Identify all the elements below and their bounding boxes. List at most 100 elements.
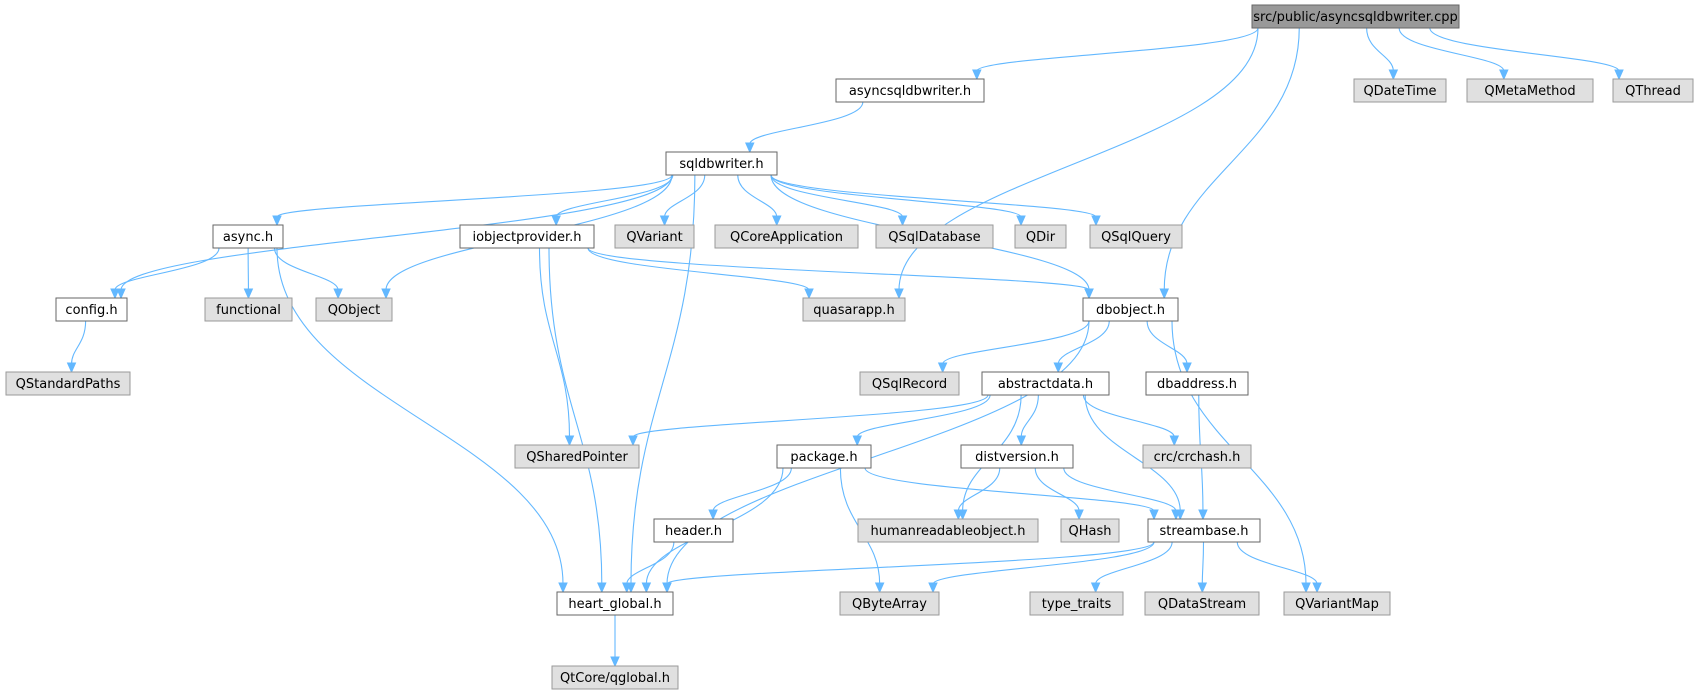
- node-box: [551, 665, 679, 690]
- node-label: QByteArray: [852, 597, 927, 612]
- edge-root-to-qthread: [1429, 27, 1620, 72]
- arrowhead-sqldbwriter_h-to-qsqlquery: [1091, 215, 1101, 227]
- node-dbobject-h[interactable]: dbobject.h: [1082, 297, 1179, 322]
- edge-streambase_h-to-heart_global_h: [666, 541, 1155, 585]
- node-label: asyncsqldbwriter.h: [849, 84, 971, 99]
- node-box: [1145, 371, 1249, 396]
- node-label: QSqlRecord: [872, 377, 947, 392]
- arrowhead-streambase_h-to-type_traits: [1090, 582, 1101, 594]
- node-root[interactable]: src/public/asyncsqldbwriter.cpp: [1251, 4, 1460, 29]
- node-qdir: QDir: [1014, 224, 1067, 249]
- node-label: quasarapp.h: [813, 303, 894, 318]
- node-functional: functional: [204, 297, 293, 322]
- arrowhead-root-to-qmetamethod: [1499, 69, 1509, 81]
- arrowhead-sqldbwriter_h-to-qsqldatabase: [897, 215, 908, 227]
- node-box: [556, 591, 674, 616]
- node-async-h[interactable]: async.h: [212, 224, 284, 249]
- arrowhead-async_h-to-config_h: [110, 288, 120, 300]
- arrowhead-sqldbwriter_h-to-config_h: [116, 288, 126, 300]
- node-qobject: QObject: [315, 297, 393, 322]
- edge-sqldbwriter_h-to-iobjectprovider_h: [555, 174, 674, 218]
- node-qglobal-h: QtCore/qglobal.h: [551, 665, 679, 690]
- node-label: distversion.h: [975, 450, 1059, 465]
- node-box: [875, 224, 994, 249]
- edge-abstractdata_h-to-streambase_h: [1084, 394, 1181, 512]
- nodes-layer: src/public/asyncsqldbwriter.cpp asyncsqld…: [5, 4, 1694, 690]
- node-box: [1060, 518, 1120, 543]
- node-iobjectprovider-h[interactable]: iobjectprovider.h: [459, 224, 595, 249]
- node-qsqlquery: QSqlQuery: [1089, 224, 1183, 249]
- edge-distversion_h-to-streambase_h: [1063, 467, 1177, 512]
- node-box: [1142, 444, 1252, 469]
- edge-sqldbwriter_h-to-config_h: [120, 174, 673, 291]
- node-box: [1147, 518, 1261, 543]
- node-label: QSqlQuery: [1101, 230, 1171, 245]
- edge-header_h-to-heart_global_h: [626, 541, 675, 585]
- node-box: [1029, 591, 1124, 616]
- node-qdatetime: QDateTime: [1353, 78, 1447, 103]
- node-sqldbwriter-h[interactable]: sqldbwriter.h: [665, 151, 778, 176]
- node-label: QHash: [1069, 524, 1112, 539]
- node-streambase-h[interactable]: streambase.h: [1147, 518, 1261, 543]
- edge-root-to-asyncsqldbwriter_h: [976, 27, 1259, 72]
- node-label: QMetaMethod: [1484, 84, 1575, 99]
- edge-dbobject_h-to-qsqlrecord: [942, 320, 1090, 365]
- node-config-h[interactable]: config.h: [55, 297, 128, 322]
- node-box: [857, 518, 1039, 543]
- node-label: sqldbwriter.h: [679, 157, 763, 172]
- node-label: type_traits: [1042, 597, 1112, 612]
- edge-async_h-to-qobject: [273, 247, 339, 291]
- node-box: [714, 224, 859, 249]
- node-heart-global-h[interactable]: heart_global.h: [556, 591, 674, 616]
- arrowhead-distversion_h-to-qhash: [1074, 509, 1084, 521]
- arrowhead-sqldbwriter_h-to-qcoreapplication: [771, 215, 782, 227]
- arrowhead-sqldbwriter_h-to-iobjectprovider_h: [551, 215, 561, 227]
- arrowhead-asyncsqldbwriter_h-to-sqldbwriter_h: [745, 142, 755, 154]
- edge-abstractdata_h-to-distversion_h: [1020, 394, 1039, 438]
- edge-distversion_h-to-humanreadableobject_h: [957, 467, 1001, 512]
- node-label: QSqlDatabase: [888, 230, 980, 245]
- node-label: streambase.h: [1160, 524, 1249, 539]
- node-box: [459, 224, 595, 249]
- edge-root-to-qdatetime: [1366, 27, 1394, 72]
- node-abstractdata-h[interactable]: abstractdata.h: [981, 371, 1110, 396]
- node-box: [1612, 78, 1694, 103]
- node-box: [212, 224, 284, 249]
- node-label: QSharedPointer: [526, 450, 628, 465]
- node-dbaddress-h[interactable]: dbaddress.h: [1145, 371, 1249, 396]
- node-qmetamethod: QMetaMethod: [1466, 78, 1594, 103]
- node-qsqlrecord: QSqlRecord: [859, 371, 960, 396]
- node-box: [5, 371, 131, 396]
- node-box: [1251, 4, 1460, 29]
- edge-iobjectprovider_h-to-qsharedpointer: [538, 247, 571, 438]
- edge-async_h-to-config_h: [114, 247, 220, 291]
- node-label: src/public/asyncsqldbwriter.cpp: [1253, 10, 1457, 25]
- arrowhead-iobjectprovider_h-to-dbobject_h: [1084, 288, 1094, 300]
- arrowhead-root-to-dbobject_h: [1159, 288, 1170, 300]
- edge-dbobject_h-to-dbaddress_h: [1146, 320, 1188, 365]
- arrowhead-dbobject_h-to-dbaddress_h: [1182, 362, 1192, 374]
- node-label: heart_global.h: [568, 597, 661, 612]
- node-label: QThread: [1625, 84, 1681, 99]
- arrowhead-sqldbwriter_h-to-qvariant: [659, 215, 670, 227]
- arrowhead-root-to-asyncsqldbwriter_h: [972, 69, 982, 81]
- node-box: [55, 297, 128, 322]
- node-qbytearray: QByteArray: [839, 591, 940, 616]
- node-distversion-h[interactable]: distversion.h: [960, 444, 1074, 469]
- node-box: [835, 78, 985, 103]
- arrowhead-config_h-to-qstandardpaths: [66, 362, 77, 374]
- node-qhash: QHash: [1060, 518, 1120, 543]
- node-asyncsqldbwriter-h[interactable]: asyncsqldbwriter.h: [835, 78, 985, 103]
- node-label: package.h: [790, 450, 857, 465]
- arrowhead-root-to-qdatetime: [1388, 69, 1399, 81]
- arrowhead-iobjectprovider_h-to-heart_global_h: [597, 582, 607, 594]
- node-package-h[interactable]: package.h: [776, 444, 872, 469]
- node-label: QVariant: [626, 230, 682, 245]
- node-box: [839, 591, 940, 616]
- node-qsqldatabase: QSqlDatabase: [875, 224, 994, 249]
- arrowhead-sqldbwriter_h-to-qobject: [381, 288, 391, 300]
- node-header-h[interactable]: header.h: [653, 518, 734, 543]
- node-label: abstractdata.h: [998, 377, 1093, 392]
- edge-streambase_h-to-qvariantmap: [1236, 541, 1318, 585]
